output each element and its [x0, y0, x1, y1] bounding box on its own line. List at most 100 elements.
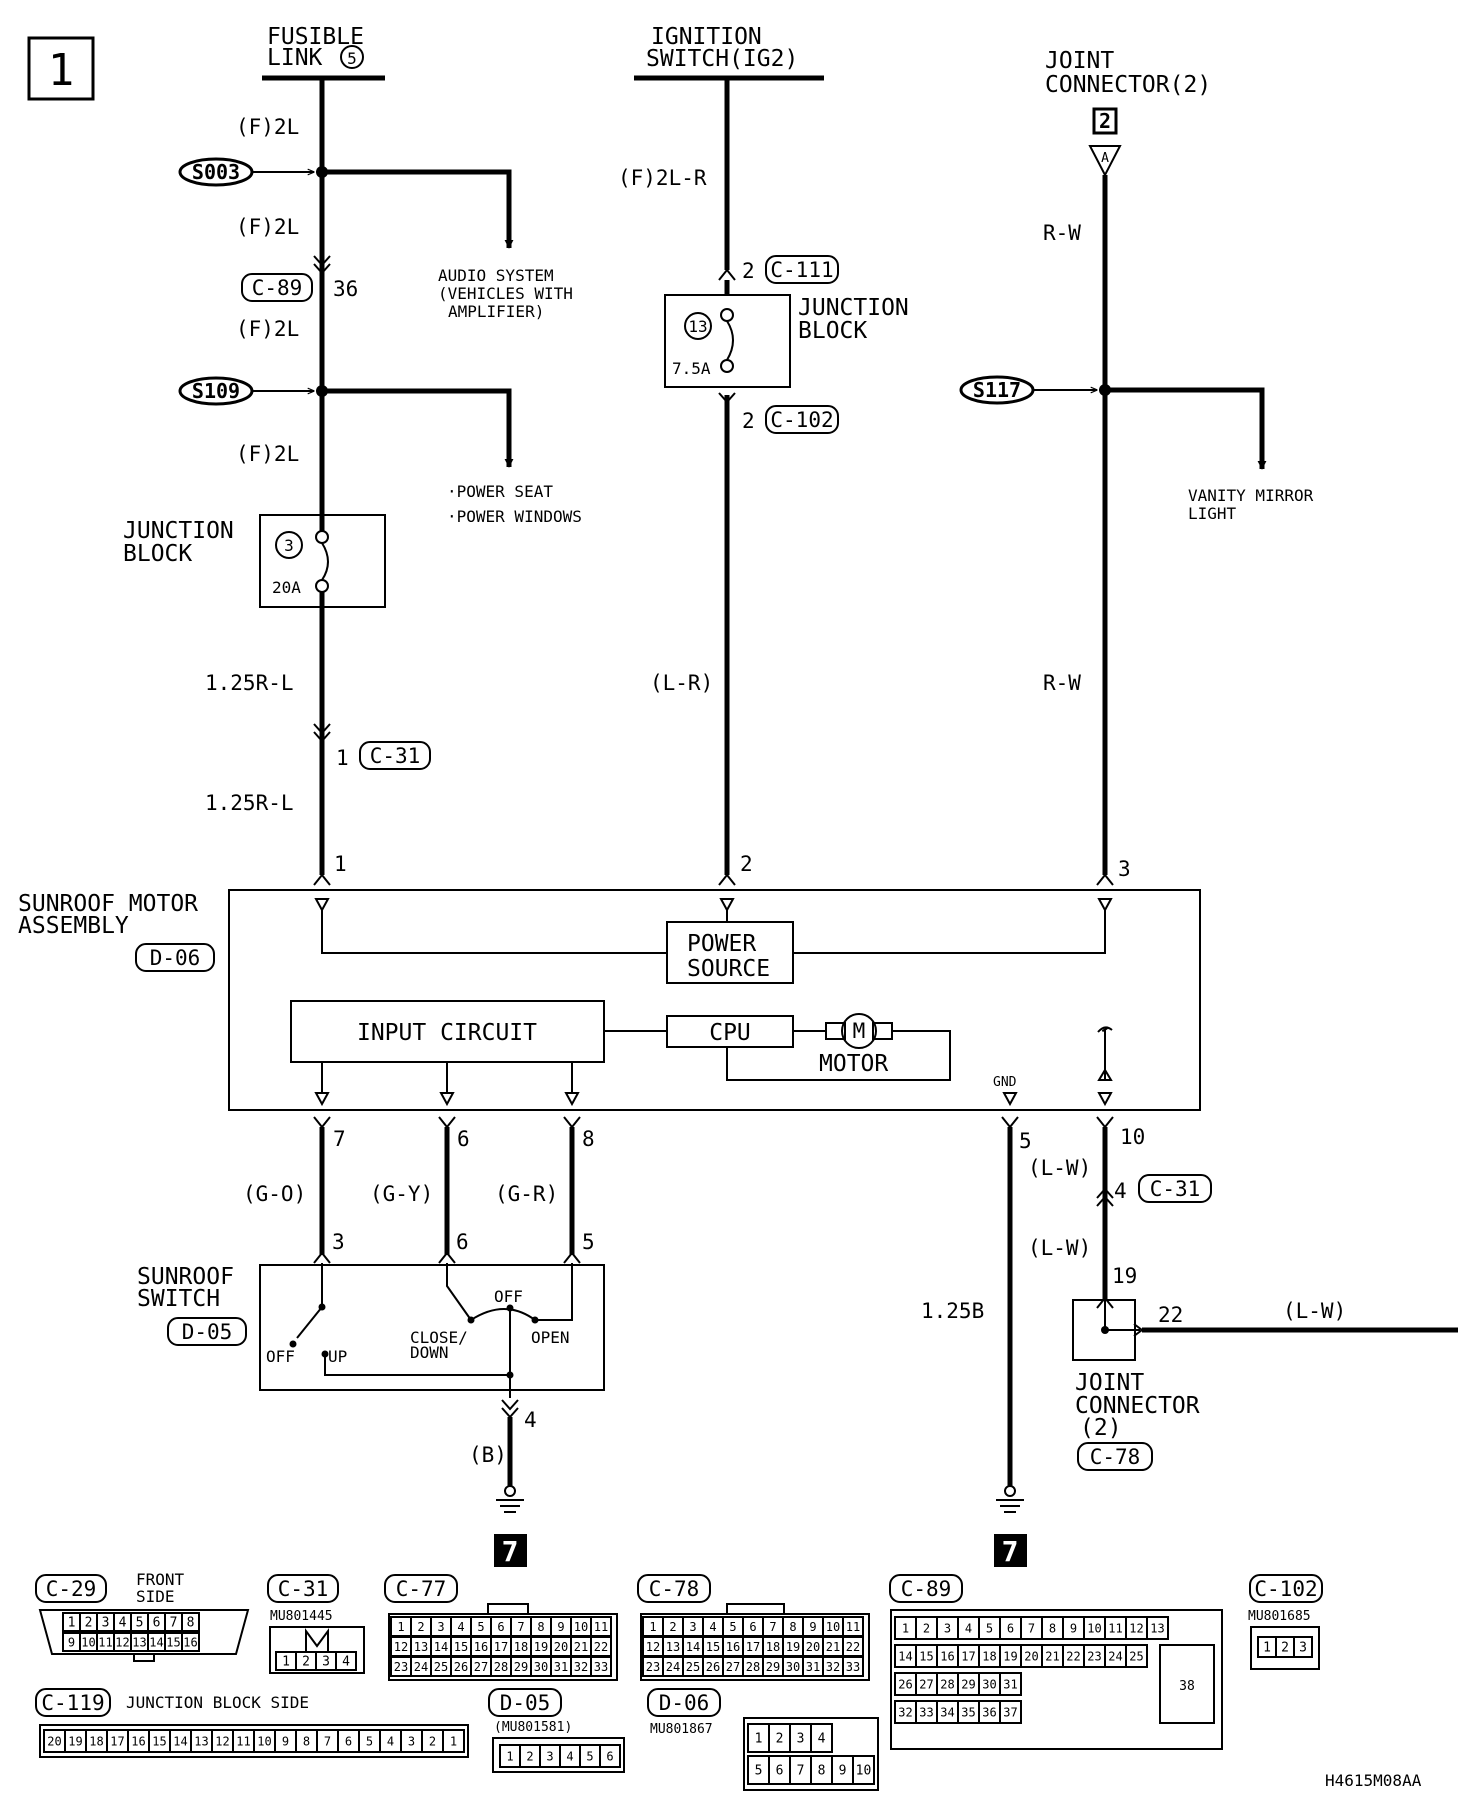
pin-number: 28 — [746, 1660, 760, 1674]
svg-text:C-89: C-89 — [252, 276, 303, 300]
pin-number: 23 — [1087, 1649, 1101, 1663]
svg-text:GND: GND — [993, 1075, 1017, 1090]
pin-number: 10 — [826, 1620, 840, 1634]
pin-number: 20 — [554, 1640, 568, 1654]
pin-number: 9 — [557, 1620, 564, 1634]
joint-connector-c78: 19 22 (L-W) JOINT CONNECTOR (2) C-78 — [1072, 1264, 1458, 1471]
pin-number: 12 — [215, 1734, 229, 1748]
svg-text:OFF: OFF — [266, 1347, 295, 1366]
svg-text:1: 1 — [336, 746, 349, 770]
pin-number: 21 — [826, 1640, 840, 1654]
svg-text:C-29: C-29 — [46, 1577, 97, 1601]
svg-text:UP: UP — [328, 1347, 347, 1366]
svg-text:POWER: POWER — [687, 931, 756, 957]
pin-number: 11 — [1108, 1621, 1122, 1635]
pin-number: 38 — [1179, 1679, 1195, 1694]
svg-text:A: A — [1101, 151, 1109, 166]
pin-number: 6 — [153, 1616, 161, 1631]
pin-cell — [181, 1612, 200, 1632]
pin-number: 18 — [89, 1734, 103, 1748]
svg-text:IGNITION: IGNITION — [651, 24, 762, 50]
svg-text:MU801867: MU801867 — [650, 1722, 713, 1737]
pin-number: 16 — [940, 1649, 954, 1663]
pin-number: 16 — [726, 1640, 740, 1654]
connector-c31-mark-right: 4 C-31 — [1096, 1174, 1212, 1207]
pin-cell — [181, 1632, 200, 1652]
svg-text:4: 4 — [1114, 1179, 1127, 1203]
svg-text:D-05: D-05 — [500, 1691, 551, 1715]
connector-c89-mark: C-89 36 — [241, 255, 358, 302]
pin-number: 4 — [965, 1621, 972, 1635]
pin-number: 16 — [183, 1635, 197, 1649]
pin-number: 18 — [982, 1649, 996, 1663]
wire-label: R-W — [1043, 671, 1081, 695]
pin-number: 5 — [136, 1616, 144, 1631]
svg-text:5: 5 — [582, 1230, 595, 1254]
pin-number: 24 — [1108, 1649, 1122, 1663]
pin-number: 2 — [1281, 1641, 1289, 1656]
svg-text:·POWER WINDOWS: ·POWER WINDOWS — [447, 507, 582, 526]
wire-label: (F)2L — [236, 317, 299, 341]
wire-label: (F)2L — [236, 115, 299, 139]
wire-label: (G-R) — [495, 1182, 558, 1206]
pin-number: 6 — [749, 1620, 756, 1634]
svg-text:CONNECTOR(2): CONNECTOR(2) — [1045, 72, 1211, 98]
pin-number: 26 — [454, 1660, 468, 1674]
svg-text:LINK: LINK — [267, 45, 323, 71]
pin-number: 12 — [394, 1640, 408, 1654]
pin-number: 2 — [85, 1616, 93, 1631]
connector-c31-mark-left: 1 C-31 — [313, 723, 431, 770]
svg-text:(L-W): (L-W) — [1283, 1299, 1346, 1323]
pin-number: 7 — [170, 1616, 178, 1631]
pin-number: 10 — [1087, 1621, 1101, 1635]
pin-number: 6 — [1007, 1621, 1014, 1635]
svg-text:C-31: C-31 — [1150, 1177, 1201, 1201]
pin-number: 4 — [709, 1620, 716, 1634]
pin-number: 23 — [646, 1660, 660, 1674]
pin-number: 14 — [686, 1640, 700, 1654]
pin-number: 4 — [119, 1616, 127, 1631]
pin-number: 19 — [1003, 1649, 1017, 1663]
pin-number: 19 — [68, 1734, 82, 1748]
pin-number: 3 — [408, 1734, 415, 1748]
svg-text:S109: S109 — [192, 379, 240, 403]
svg-text:MU801445: MU801445 — [270, 1609, 333, 1624]
pin-number: 3 — [1299, 1641, 1307, 1656]
svg-text:JOINT: JOINT — [1075, 1370, 1144, 1396]
pin-number: 12 — [115, 1635, 129, 1649]
pin-number: 19 — [786, 1640, 800, 1654]
pin-number: 15 — [166, 1635, 180, 1649]
svg-text:SUNROOF MOTOR: SUNROOF MOTOR — [18, 891, 198, 917]
pin-number: 7 — [797, 1764, 805, 1779]
svg-text:VANITY MIRROR: VANITY MIRROR — [1188, 486, 1314, 505]
pin-number: 5 — [477, 1620, 484, 1634]
pin-number: 2 — [776, 1732, 784, 1747]
svg-text:AUDIO SYSTEM: AUDIO SYSTEM — [438, 266, 554, 285]
pin-number: 2 — [669, 1620, 676, 1634]
joint-connector-source: JOINT CONNECTOR(2) 2 A — [1045, 48, 1211, 178]
pin-number: 3 — [546, 1749, 553, 1763]
pin-number: 29 — [766, 1660, 780, 1674]
svg-text:2: 2 — [742, 409, 755, 433]
pin-number: 7 — [324, 1734, 331, 1748]
pin-number: 10 — [257, 1734, 271, 1748]
svg-text:3: 3 — [1118, 857, 1131, 881]
pin-number: 1 — [755, 1732, 763, 1747]
pin-number: 14 — [898, 1649, 912, 1663]
splice-s003: S003 — [178, 157, 514, 249]
svg-text:DOWN: DOWN — [410, 1343, 449, 1362]
pin-number: 10 — [856, 1764, 872, 1779]
pin-number: 24 — [414, 1660, 428, 1674]
pin-number: 3 — [102, 1616, 110, 1631]
wire-label: (F)2L-R — [618, 166, 707, 190]
pin-number: 5 — [986, 1621, 993, 1635]
motor-input-pins: 1 2 3 — [313, 852, 1131, 886]
pin-number: 1 — [68, 1616, 76, 1631]
